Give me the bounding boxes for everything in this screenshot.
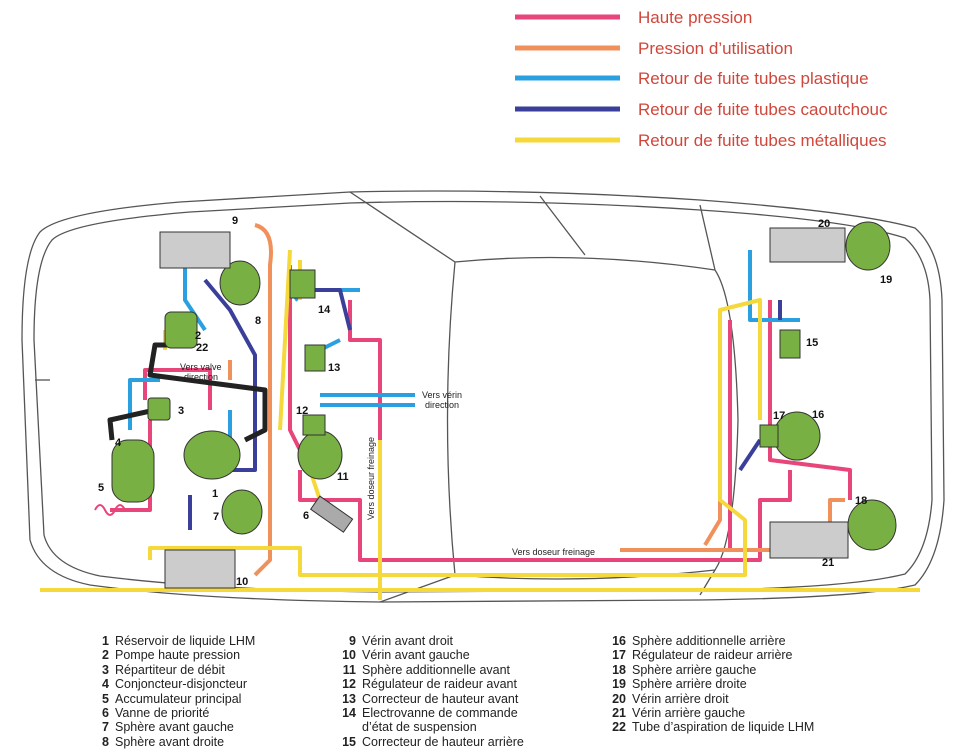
- rear-height-corrector: [779, 329, 801, 359]
- number-7: 7: [213, 511, 219, 523]
- number-18: 18: [855, 495, 867, 507]
- front-left-cylinder: [164, 549, 236, 589]
- number-5: 5: [98, 482, 104, 494]
- annotation-valve: Vers valve: [180, 362, 222, 372]
- rear-stiffness-regulator: [759, 424, 779, 448]
- number-10: 10: [236, 576, 248, 588]
- annotation-verin-2: direction: [425, 400, 459, 410]
- annotation-brake-horizontal: Vers doseur freinage: [512, 547, 595, 557]
- number-19: 19: [880, 274, 892, 286]
- number-2: 2: [195, 330, 201, 342]
- electrovalve: [289, 269, 316, 299]
- legend-label: Haute pression: [638, 8, 752, 27]
- number-8: 8: [255, 315, 261, 327]
- annotation-verin: Vers vérin: [422, 390, 462, 400]
- car-outline: [21, 190, 945, 603]
- coil: [94, 504, 126, 516]
- number-15: 15: [806, 337, 818, 349]
- reservoir: [183, 430, 241, 480]
- front-height-corrector: [304, 344, 326, 372]
- number-17: 17: [773, 410, 785, 422]
- accumulator: [111, 439, 155, 503]
- sphere-rear-right: [845, 221, 891, 271]
- legend-label: Pression d’utilisation: [638, 39, 793, 58]
- annotation-valve-2: direction: [184, 372, 218, 382]
- pipe-rubber-return: [188, 278, 782, 530]
- annotation-brake-vertical: Vers doseur freinage: [366, 437, 376, 520]
- number-12: 12: [296, 405, 308, 417]
- front-right-cylinder: [159, 231, 231, 269]
- sphere-front-left: [221, 489, 263, 535]
- pipe-high-pressure: [110, 265, 852, 590]
- front-stiffness-regulator: [302, 414, 326, 436]
- number-16: 16: [812, 409, 824, 421]
- number-6: 6: [303, 510, 309, 522]
- line-legend: Haute pression Pression d’utilisation Re…: [515, 8, 888, 150]
- rear-left-cylinder: [769, 521, 849, 559]
- flow-distributor: [147, 397, 171, 421]
- number-22: 22: [196, 342, 208, 354]
- priority-valve: [309, 495, 354, 533]
- number-9: 9: [232, 215, 238, 227]
- legend-label: Retour de fuite tubes plastique: [638, 69, 869, 88]
- number-3: 3: [178, 405, 184, 417]
- rear-right-cylinder: [769, 227, 846, 263]
- legend-label: Retour de fuite tubes caoutchouc: [638, 100, 888, 119]
- number-4: 4: [115, 437, 122, 449]
- pipe-use-pressure: [228, 223, 845, 577]
- sphere-rear-left: [847, 499, 897, 551]
- number-13: 13: [328, 362, 340, 374]
- number-20: 20: [818, 218, 830, 230]
- component-numbers: 1 2 3 4 5 6 7 8 9 10 11 12 13 14 15 16 1…: [98, 215, 892, 588]
- pump: [164, 311, 198, 349]
- number-1: 1: [212, 488, 218, 500]
- key-item-continuation: d’état de suspension: [362, 720, 477, 735]
- legend-label: Retour de fuite tubes métalliques: [638, 131, 887, 150]
- pipe-suction: [107, 342, 268, 443]
- number-21: 21: [822, 557, 834, 569]
- sphere-front-right: [219, 260, 261, 306]
- number-14: 14: [318, 304, 331, 316]
- number-11: 11: [337, 471, 349, 483]
- sphere-front-additional: [297, 430, 343, 480]
- components: [94, 221, 897, 589]
